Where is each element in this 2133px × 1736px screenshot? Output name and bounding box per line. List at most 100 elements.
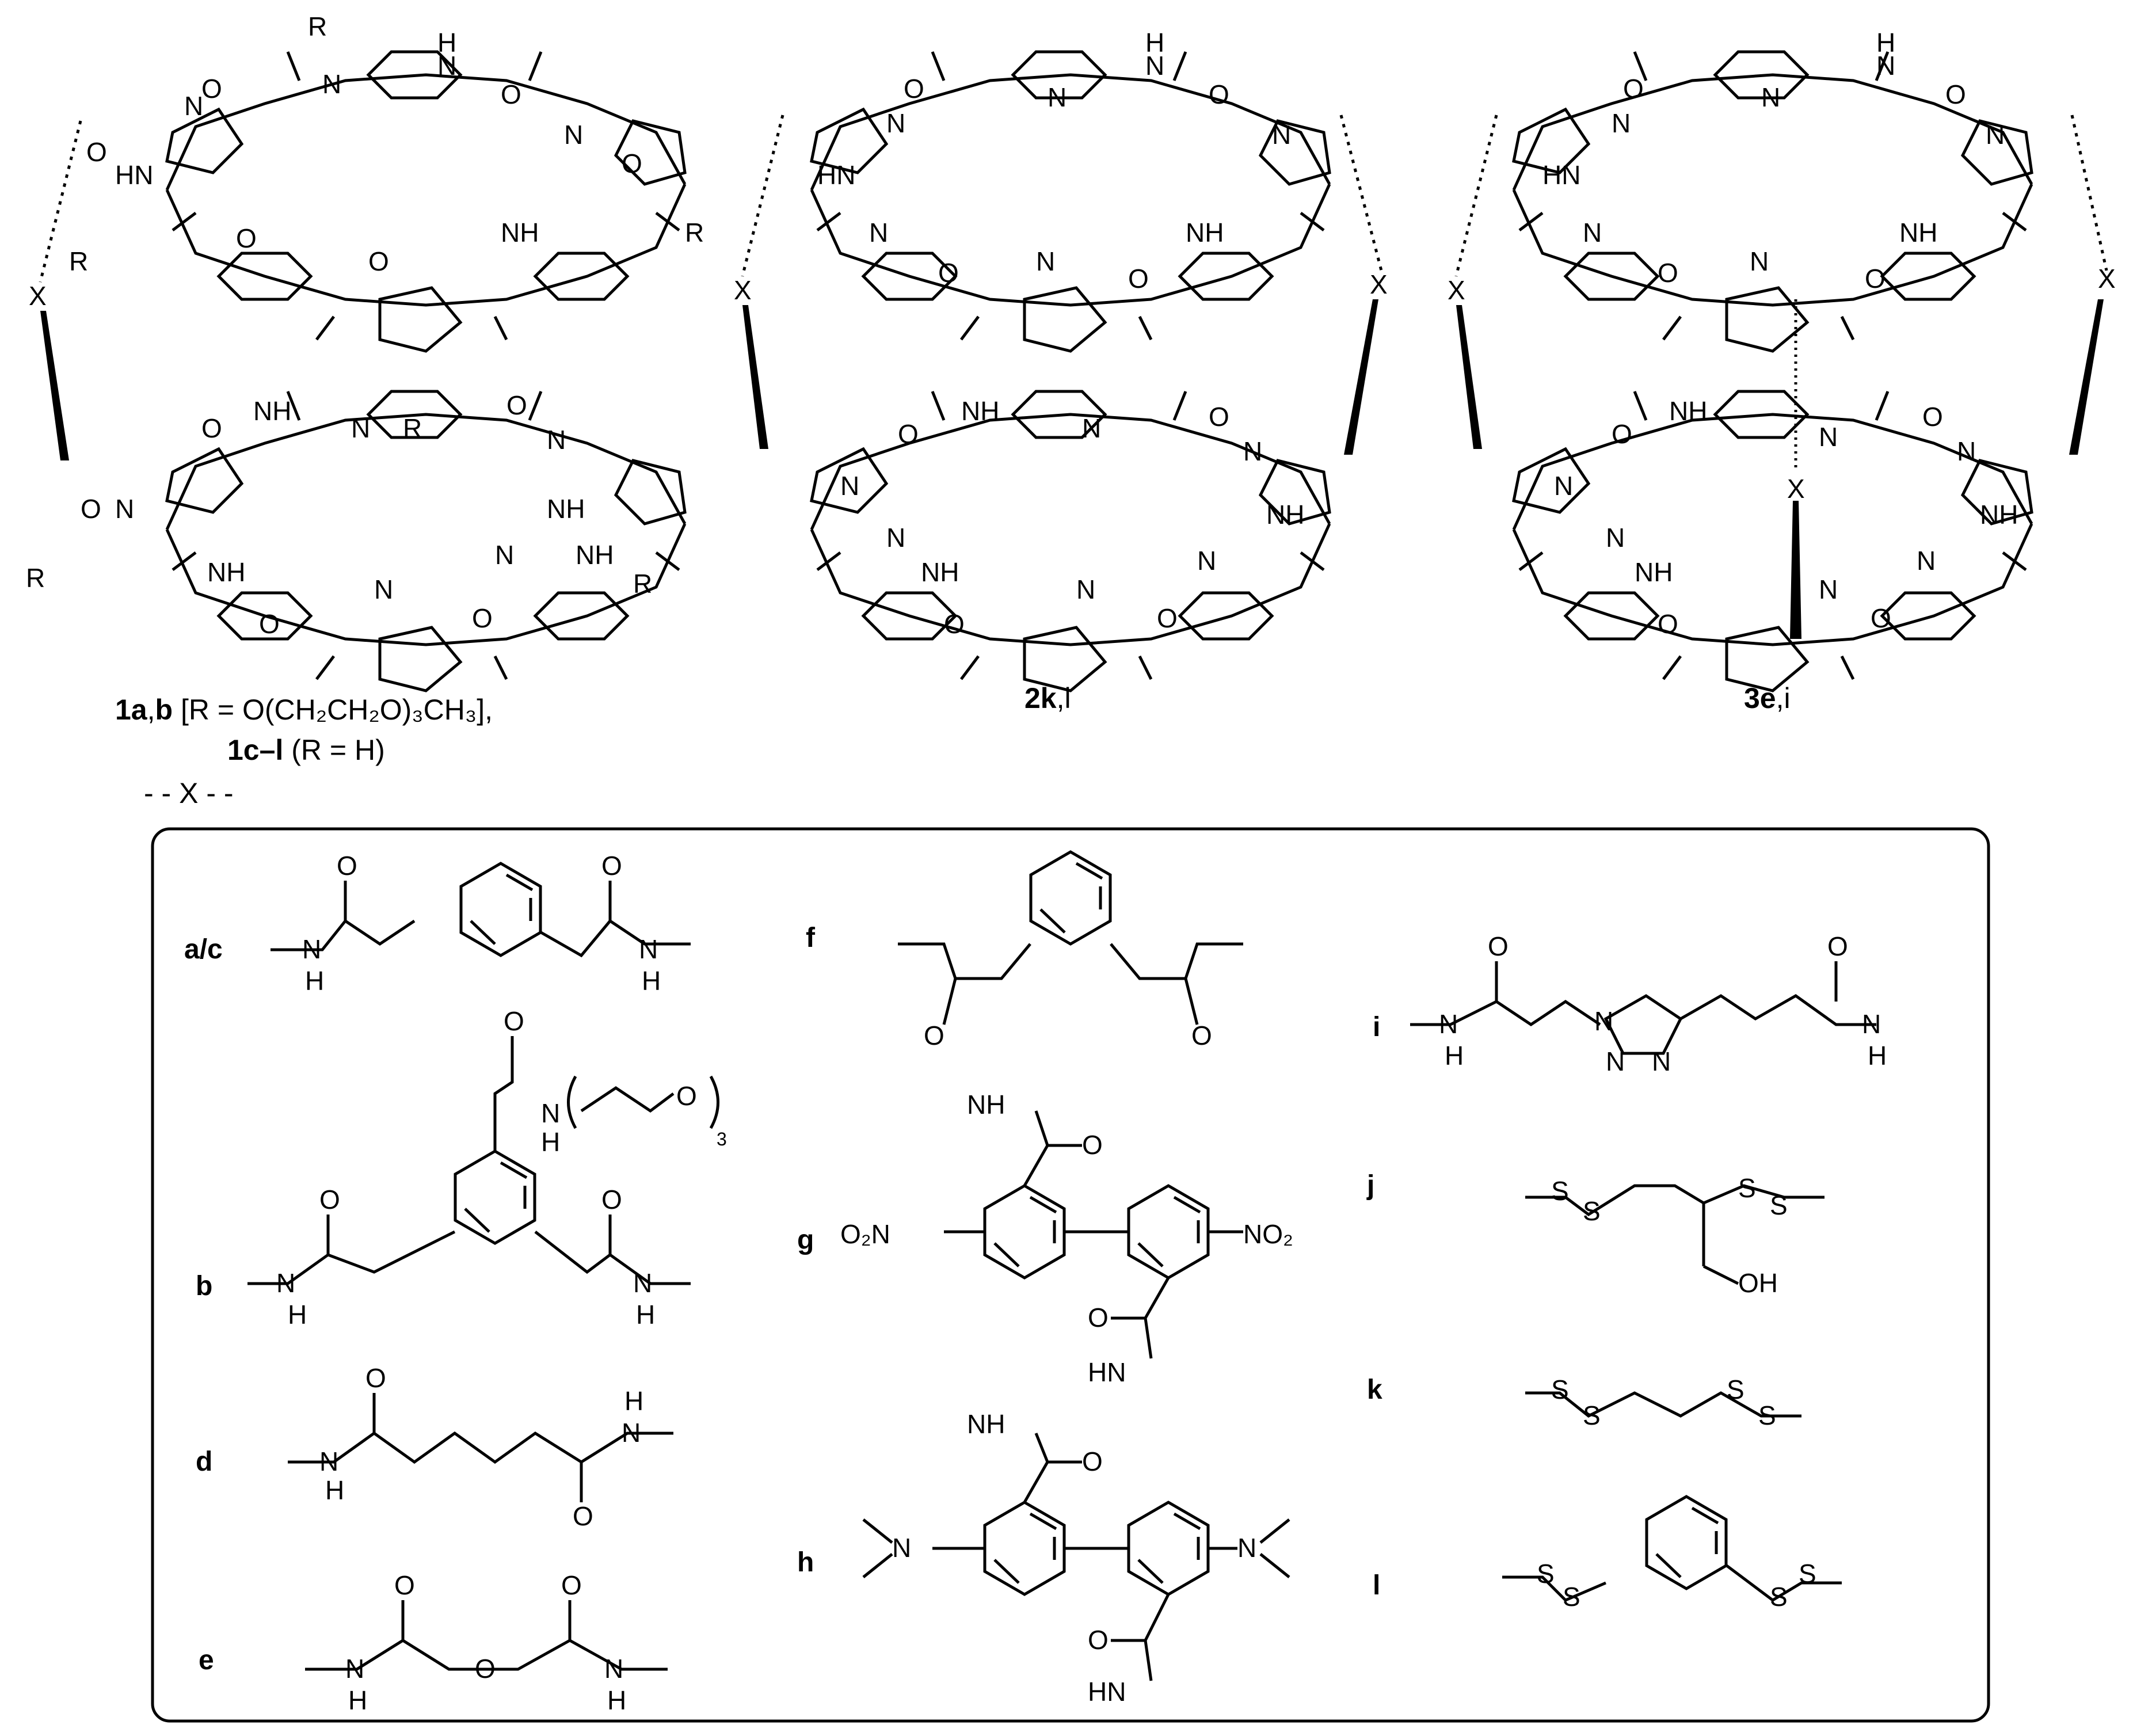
atom-n: N [886, 523, 905, 553]
linker-d: d O N H O N H [196, 1363, 673, 1531]
atom-s: S [1727, 1375, 1745, 1404]
atom-o: O [319, 1185, 340, 1215]
atom-n: N [1652, 1046, 1671, 1076]
atom-nh: NH [921, 557, 959, 587]
atom-nh: NH [547, 494, 585, 524]
atom-n: N [1917, 546, 1936, 576]
atom-n: N [1583, 218, 1602, 248]
linker-label: a/c [184, 934, 223, 965]
atom-n: N [184, 91, 203, 121]
atom-n: N [1272, 120, 1291, 150]
atom-h: H [1876, 28, 1895, 58]
r-label: R [26, 563, 45, 593]
caption-bold: 1a [115, 694, 148, 726]
atom-nh: NH [1669, 396, 1707, 426]
linker-e: e O O O N H N H [199, 1570, 668, 1715]
atom-hn: HN [817, 160, 855, 190]
atom-s: S [1770, 1582, 1788, 1612]
atom-n: N [541, 1098, 560, 1128]
atom-o: O [938, 258, 959, 288]
atom-o: O [1088, 1303, 1109, 1333]
r-label: R [69, 246, 88, 276]
linker-wedge-bond [1790, 501, 1801, 639]
atom-n: N [1986, 120, 2005, 150]
atom-nh: NH [961, 396, 999, 426]
linker-l: l S S S S [1373, 1497, 1842, 1612]
atom-o: O [1623, 74, 1644, 104]
atom-o: O [904, 74, 924, 104]
atom-o: O [1871, 603, 1891, 633]
r-label: R [403, 413, 422, 443]
atom-o: O [1488, 931, 1509, 961]
atom-o: O [622, 149, 642, 178]
atom-nh: NH [576, 540, 614, 570]
compound-3-caption: 3e,i [1744, 682, 1791, 714]
atom-h: H [325, 1475, 344, 1505]
linker-x-label: X [1370, 269, 1388, 299]
caption-bold: b [155, 694, 173, 726]
atom-o: O [1082, 1446, 1103, 1476]
atom-o: O [1209, 402, 1229, 432]
linker-dashed-bond [39, 120, 82, 283]
atom-nh: NH [253, 396, 291, 426]
atom-h: H [541, 1127, 560, 1157]
atom-n: N [1554, 471, 1573, 501]
atom-o: O [506, 390, 527, 420]
atom-n: N [1237, 1533, 1256, 1563]
atom-n: N [633, 1268, 652, 1298]
atom-nh: NH [207, 557, 245, 587]
atom-o: O [573, 1501, 593, 1531]
linker-k: k S S S S [1367, 1375, 1801, 1430]
atom-h: H [624, 1386, 643, 1416]
atom-o: O [86, 137, 107, 167]
atom-h: H [607, 1685, 626, 1715]
atom-s: S [1563, 1582, 1580, 1612]
compound-1-caption-line2: 1c–l (R = H) [227, 734, 385, 766]
atom-h: H [1868, 1041, 1887, 1071]
atom-nh: N [1876, 51, 1895, 81]
atom-n: N [1606, 523, 1625, 553]
compound-1-structure: X R R R R R R N N N N H HN NH O O O O O … [26, 12, 704, 766]
linker-wedge-bond [2069, 299, 2104, 455]
atom-o: O [504, 1006, 524, 1036]
linker-label: f [806, 923, 816, 953]
atom-o: O [1865, 264, 1886, 294]
atom-o: O [365, 1363, 386, 1393]
compound-1-caption-line1: 1a,b [R = O(CH₂CH₂O)₃CH₃], [115, 694, 493, 726]
atom-n: N [1036, 246, 1055, 276]
linker-b: b O N H O N H O N H O 3 [196, 1006, 727, 1330]
atom-nh: NH [1899, 218, 1937, 248]
atom-n: N [1761, 82, 1780, 112]
atom-n: N [1594, 1006, 1613, 1036]
atom-o: O [201, 74, 222, 104]
atom-s: S [1551, 1375, 1569, 1404]
atom-n: N [1819, 574, 1838, 604]
linker-legend-title: - - X - - [144, 777, 234, 809]
linker-x-label: X [1787, 474, 1805, 504]
atom-n: N [604, 1654, 623, 1684]
linker-f: f O O [806, 852, 1243, 1050]
atom-nh: NH [501, 218, 539, 248]
atom-s: S [1738, 1173, 1756, 1203]
compound-3-structure: X X X N N N H N HN NH N N N N N NH NH NH… [1448, 28, 2116, 714]
atom-o: O [1658, 258, 1678, 288]
atom-o: O [368, 246, 389, 276]
linker-label: h [797, 1547, 814, 1578]
atom-n: N [345, 1654, 364, 1684]
atom-n: N [1048, 82, 1066, 112]
atom-n: N [1862, 1009, 1881, 1039]
atom-nh: NH [967, 1409, 1005, 1439]
atom-n: N [322, 69, 341, 99]
linker-dashed-bond [1454, 115, 1498, 277]
atom-n: N [622, 1418, 641, 1448]
atom-o: O [924, 1021, 944, 1050]
atom-s: S [1770, 1190, 1788, 1220]
atom-o: O [472, 603, 493, 633]
atom-o: O [676, 1081, 697, 1111]
linker-h: h N N NH O O HN [797, 1409, 1290, 1707]
atom-nh: NH [1266, 500, 1304, 530]
atom-nh: NH [967, 1090, 1005, 1120]
atom-o: O [1827, 931, 1848, 961]
atom-o: O [1088, 1625, 1109, 1655]
caption-sep: , [147, 694, 155, 726]
